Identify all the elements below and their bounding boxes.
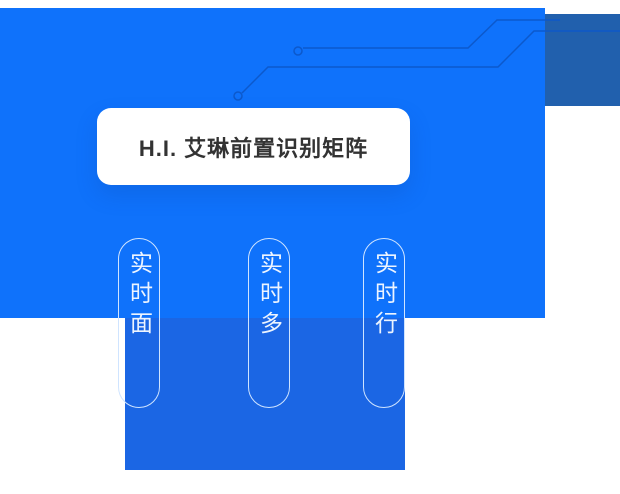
feature-pill-label: 实时面 [126, 251, 153, 341]
feature-pill-label: 实时行 [371, 251, 398, 341]
feature-pill-label: 实时多 [256, 251, 283, 341]
page-title: H.I. 艾琳前置识别矩阵 [138, 135, 369, 161]
title-card: H.I. 艾琳前置识别矩阵 [97, 108, 410, 185]
feature-pill-3: 实时行 [363, 238, 405, 408]
feature-pill-2: 实时多 [248, 238, 290, 408]
deep-blue-background-block [540, 14, 620, 106]
feature-pill-1: 实时面 [118, 238, 160, 408]
